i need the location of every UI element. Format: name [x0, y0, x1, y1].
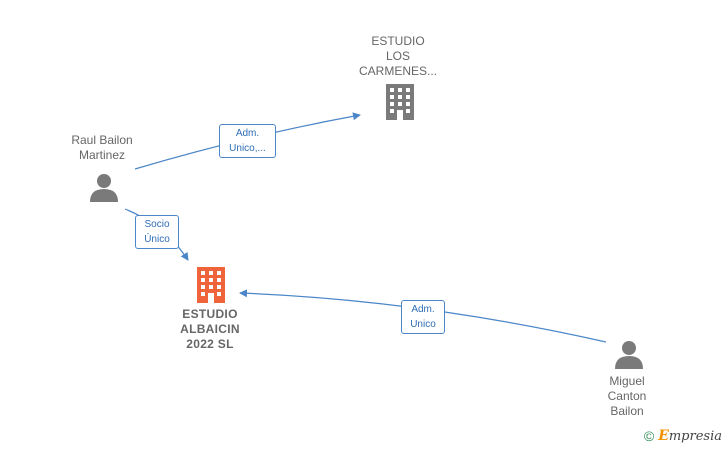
- building-icon[interactable]: [384, 84, 416, 120]
- building-icon[interactable]: [195, 267, 227, 303]
- brand-name: mpresia: [668, 429, 722, 444]
- edge-label-line: Unico: [410, 319, 436, 330]
- person-icon[interactable]: [89, 172, 119, 202]
- node-label-line: 2022 SL: [186, 337, 234, 351]
- node-label-miguel-canton: Miguel Canton Bailon: [562, 374, 692, 419]
- edge-label-line: Único: [144, 234, 170, 245]
- edge-label-line: Socio: [144, 219, 170, 230]
- brand-logo: Empresia: [658, 428, 722, 444]
- node-label-line: LOS: [385, 49, 410, 63]
- node-label-line: ESTUDIO: [371, 34, 425, 48]
- node-label-line: Canton: [607, 389, 647, 403]
- edge-label-line: Adm.: [411, 304, 435, 315]
- copyright-symbol: ©: [643, 428, 655, 444]
- node-label-line: Martinez: [78, 148, 125, 162]
- node-label-estudio-albaicin: ESTUDIO ALBAICIN 2022 SL: [145, 307, 275, 352]
- node-label-line: CARMENES...: [358, 64, 437, 78]
- brand-initial: E: [658, 428, 669, 444]
- edge-label-raul-albaicin[interactable]: Socio Único: [135, 215, 179, 249]
- footer-watermark: © Empresia: [644, 428, 722, 444]
- node-label-line: ESTUDIO: [182, 307, 238, 321]
- edge-label-miguel-albaicin[interactable]: Adm. Unico: [401, 300, 445, 334]
- node-label-line: Raul Bailon: [71, 133, 133, 147]
- node-label-estudio-los-carmenes: ESTUDIO LOS CARMENES...: [333, 34, 463, 79]
- node-label-line: Miguel: [609, 374, 645, 388]
- edge-label-line: Adm.: [235, 128, 260, 139]
- node-label-line: ALBAICIN: [180, 322, 240, 336]
- node-label-raul-bailon: Raul Bailon Martinez: [37, 133, 167, 163]
- person-icon[interactable]: [614, 339, 644, 369]
- edge-label-line: Unico,...: [229, 143, 266, 154]
- node-label-line: Bailon: [610, 404, 644, 418]
- edge-label-raul-carmenes[interactable]: Adm. Unico,...: [219, 124, 276, 158]
